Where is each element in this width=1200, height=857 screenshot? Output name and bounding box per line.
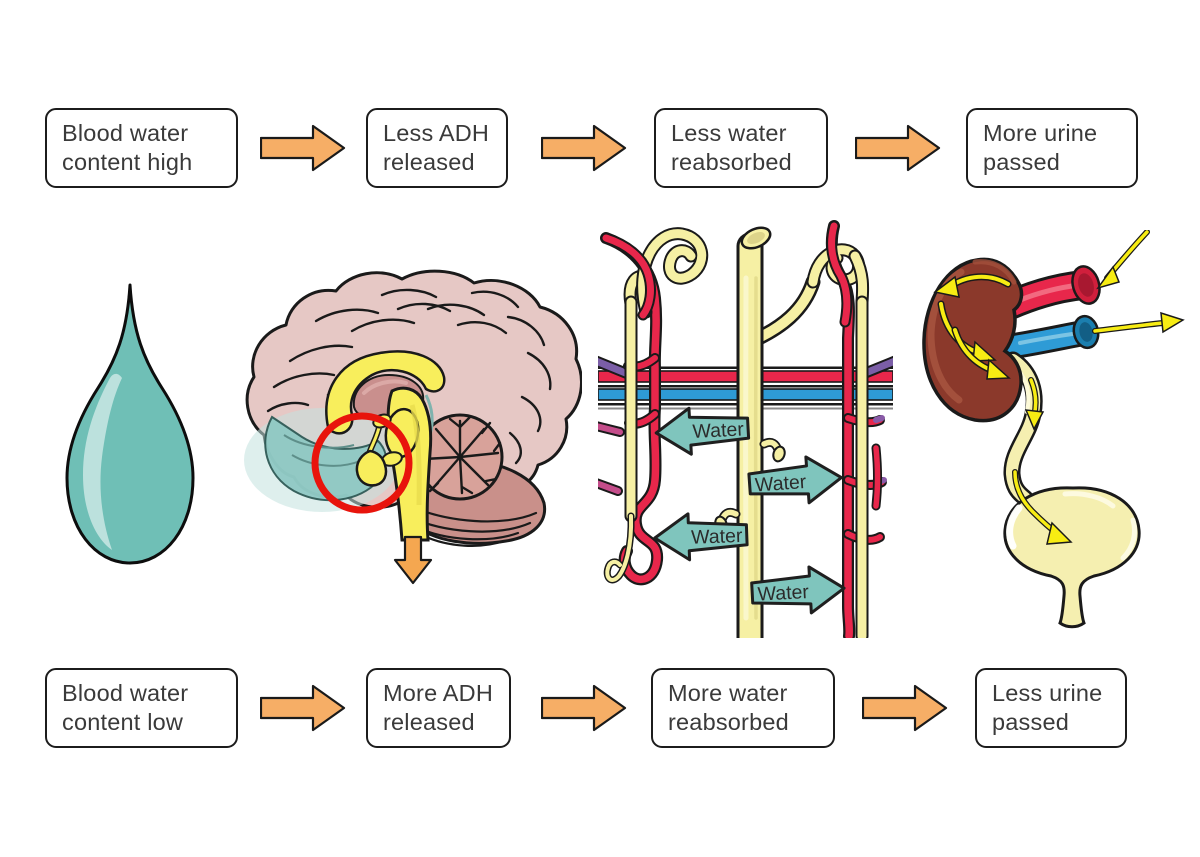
flow-step-text-line: Blood water	[62, 679, 189, 706]
flow-step-text-line: passed	[983, 149, 1060, 175]
flow-step-text-line: reabsorbed	[668, 709, 789, 735]
flow-step-text-line: More urine	[983, 119, 1098, 146]
water-arrow-left: Water	[654, 406, 751, 456]
kidney-bladder-illustration	[922, 230, 1185, 629]
urine-flow-arrows	[1012, 377, 1073, 545]
blood-out-arrow	[1092, 311, 1185, 334]
flow-step-text-line: Less urine	[992, 679, 1103, 706]
flow-step-text-line: More ADH	[383, 679, 493, 706]
step-less-adh-released: Less ADH released	[366, 108, 508, 188]
flow-step-text-line: released	[383, 709, 475, 735]
flow-arrow-icon	[862, 684, 948, 732]
flow-arrow-icon	[260, 684, 346, 732]
water-arrow-right: Water	[747, 455, 843, 505]
step-less-urine-passed: Less urine passed	[975, 668, 1127, 748]
step-more-adh-released: More ADH released	[366, 668, 511, 748]
flow-step-text-line: reabsorbed	[671, 149, 792, 175]
flow-arrow-icon	[541, 684, 627, 732]
flow-step-text-line: passed	[992, 709, 1069, 735]
flow-step-text-line: content low	[62, 709, 184, 735]
pituitary-highlight-ring	[311, 412, 413, 514]
flow-arrow-icon	[541, 124, 627, 172]
water-label: Water	[691, 525, 744, 549]
water-label: Water	[757, 581, 810, 606]
flow-step-text-line: content high	[62, 149, 193, 175]
flow-arrow-icon	[260, 124, 346, 172]
blood-in-arrow	[1096, 230, 1150, 290]
step-more-urine-passed: More urine passed	[966, 108, 1138, 188]
corpus-callosum	[325, 350, 446, 435]
water-label: Water	[754, 471, 807, 497]
adh-release-arrow-icon	[393, 535, 433, 585]
flow-step-text-line: Blood water	[62, 119, 189, 146]
water-arrow-left: Water	[653, 512, 749, 562]
droplet-highlight	[83, 373, 122, 550]
step-blood-water-high: Blood water content high	[45, 108, 238, 188]
step-more-water-reabsorbed: More water reabsorbed	[651, 668, 835, 748]
nephron-illustration: Water Water Water Water	[598, 220, 893, 638]
step-blood-water-low: Blood water content low	[45, 668, 238, 748]
flow-step-text-line: released	[383, 149, 475, 175]
water-droplet-illustration	[65, 283, 195, 565]
vessel-crossings	[600, 220, 853, 328]
water-arrow-right: Water	[750, 565, 846, 615]
bladder	[1003, 486, 1141, 629]
kidney-flow-arrows	[933, 273, 1012, 380]
collecting-duct	[714, 226, 786, 638]
flow-step-text-line: More water	[668, 679, 788, 706]
brain-pituitary-illustration	[244, 269, 582, 585]
flow-step-text-line: Less ADH	[383, 119, 490, 146]
water-label: Water	[692, 418, 745, 443]
vessel-edge-stubs	[598, 355, 893, 496]
step-less-water-reabsorbed: Less water reabsorbed	[654, 108, 828, 188]
flow-step-text-line: Less water	[671, 119, 787, 146]
flow-arrow-icon	[855, 124, 941, 172]
